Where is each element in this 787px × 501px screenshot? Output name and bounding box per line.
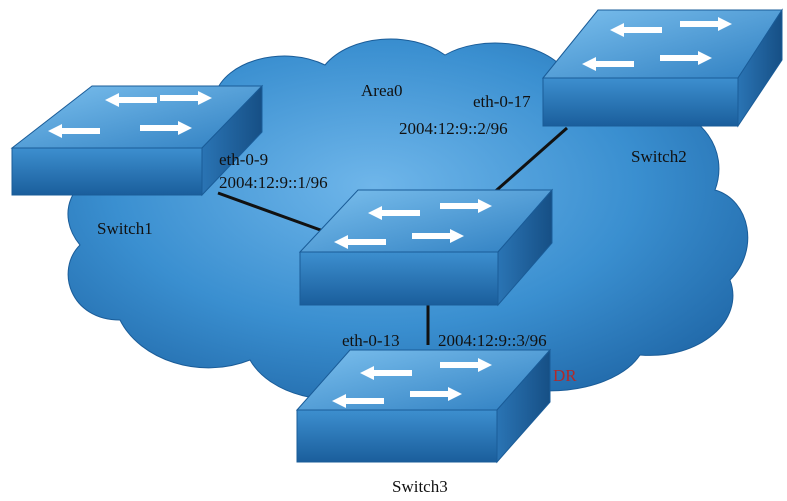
switch3-name-label: Switch3 (392, 477, 448, 496)
switch1-name-label: Switch1 (97, 219, 153, 238)
dr-role-label: DR (553, 366, 577, 385)
switch1-port-label: eth-0-9 (219, 150, 268, 169)
switch2-ip-label: 2004:12:9::2/96 (399, 119, 508, 138)
switch3-icon (295, 348, 552, 464)
link-switch2-center (489, 126, 568, 198)
center-switch-icon (298, 188, 554, 307)
switch1-icon (10, 84, 264, 197)
links (217, 126, 568, 345)
area-label: Area0 (361, 81, 403, 100)
switch3-port-label: eth-0-13 (342, 331, 400, 350)
switch2-port-label: eth-0-17 (473, 92, 531, 111)
switch3-ip-label: 2004:12:9::3/96 (438, 331, 547, 350)
link-switch1-center (217, 191, 327, 234)
switch2-name-label: Switch2 (631, 147, 687, 166)
switch1-ip-label: 2004:12:9::1/96 (219, 173, 328, 192)
switch2-icon (541, 8, 783, 128)
